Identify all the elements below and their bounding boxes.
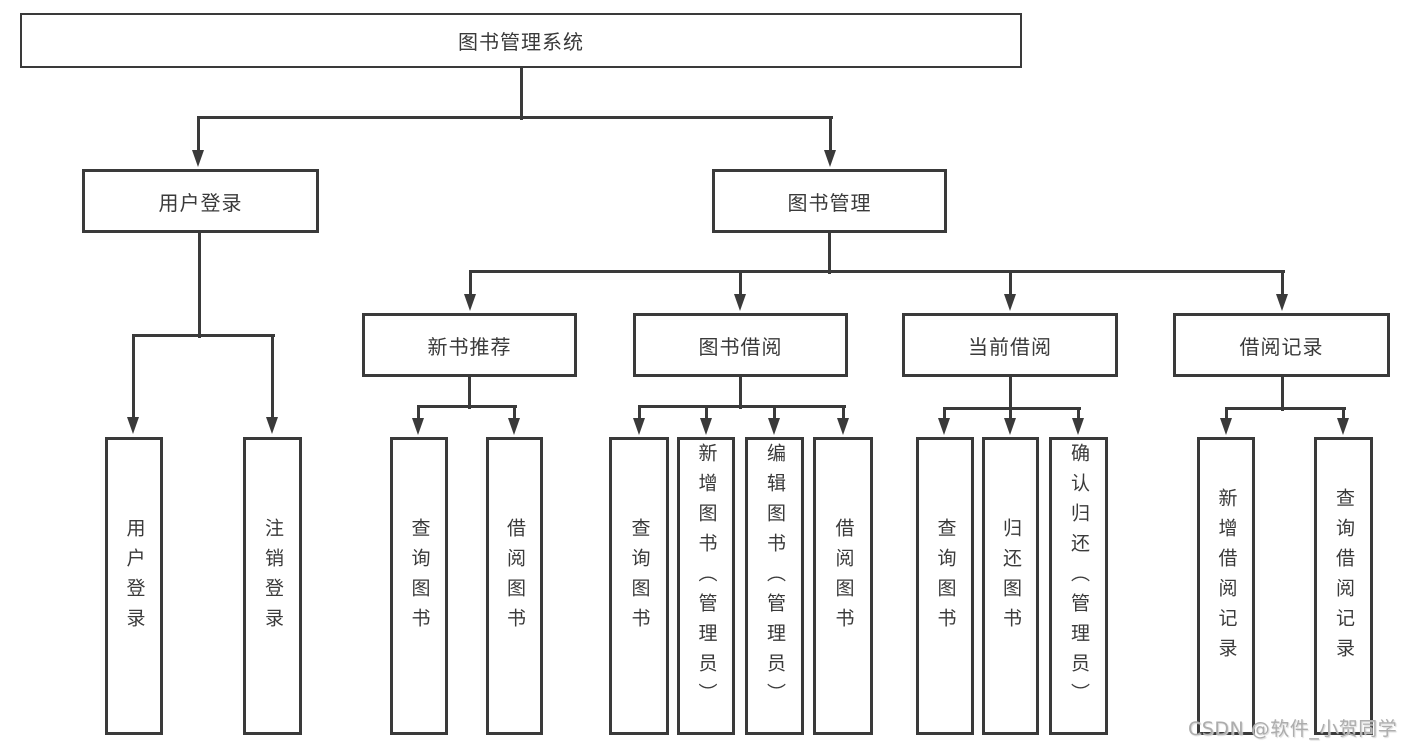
arrow-down-icon [127,417,139,434]
node-label: 新书推荐 [427,334,512,359]
node-book-borrow: 图书借阅 [633,313,848,377]
connector-bar [1224,406,1346,410]
connector-stem [1280,377,1284,411]
connector-stem [738,377,742,409]
arrow-down-icon [1004,418,1016,435]
leaf-confirm-return-admin: 确认归还（管理员） [1049,437,1108,735]
node-library-system: 图书管理系统 [20,13,1022,68]
leaf-label: 确认归还（管理员） [1068,443,1090,713]
leaf-label: 查询图书 [628,518,651,638]
connector-bar [468,269,1285,273]
connector-stem [519,68,523,120]
leaf-borrow-book-recommend: 借阅图书 [486,437,543,735]
arrow-down-icon [837,418,849,435]
arrow-down-icon [768,418,780,435]
arrow-shaft [1076,408,1080,420]
arrow-down-icon [192,150,204,167]
leaf-label: 查询借阅记录 [1333,488,1355,668]
connector-stem [197,233,201,338]
connector-stem [1008,377,1012,411]
node-label: 图书借阅 [698,334,783,359]
arrow-shaft [131,335,135,419]
leaf-query-borrow-record: 查询借阅记录 [1314,437,1373,735]
leaf-logout: 注销登录 [243,437,302,735]
connector-bar [416,404,517,408]
arrow-shaft [637,406,641,420]
arrow-shaft [416,406,420,420]
leaf-edit-book-admin: 编辑图书（管理员） [745,437,804,735]
arrow-shaft [468,271,472,296]
leaf-label: 用户登录 [123,518,146,638]
arrow-shaft [1008,271,1012,296]
arrow-shaft [841,406,845,420]
arrow-shaft [270,335,274,419]
arrow-down-icon [824,150,836,167]
arrow-shaft [772,406,776,420]
leaf-label: 归还图书 [1000,518,1022,638]
arrow-down-icon [464,294,476,311]
leaf-query-book-current: 查询图书 [916,437,974,735]
connector-bar [942,406,1081,410]
connector-stem [827,233,831,274]
arrow-down-icon [1072,418,1084,435]
leaf-label: 借阅图书 [504,518,526,638]
node-label: 借阅记录 [1239,334,1324,359]
arrow-shaft [704,406,708,420]
arrow-shaft [1341,408,1345,420]
leaf-label: 注销登录 [262,518,284,638]
arrow-down-icon [508,418,520,435]
leaf-borrow-book: 借阅图书 [813,437,873,735]
leaf-label: 查询图书 [934,518,957,638]
leaf-query-book-recommend: 查询图书 [390,437,448,735]
node-borrow-record: 借阅记录 [1173,313,1390,377]
arrow-shaft [828,117,832,152]
arrow-shaft [942,408,946,420]
arrow-down-icon [700,418,712,435]
node-label: 用户登录 [158,190,243,215]
leaf-label: 新增图书（管理员） [695,443,718,713]
arrow-down-icon [734,294,746,311]
connector-bar [131,333,275,337]
arrow-down-icon [1220,418,1232,435]
arrow-down-icon [266,417,278,434]
arrow-down-icon [1004,294,1016,311]
leaf-query-book-borrow: 查询图书 [609,437,669,735]
connector-bar [637,404,846,408]
arrow-down-icon [412,418,424,435]
node-label: 当前借阅 [968,334,1052,359]
arrow-shaft [196,117,200,152]
arrow-down-icon [1276,294,1288,311]
node-current-borrow: 当前借阅 [902,313,1118,377]
connector-stem [467,377,471,409]
node-book-management: 图书管理 [712,169,947,233]
arrow-down-icon [633,418,645,435]
node-new-book-recommend: 新书推荐 [362,313,577,377]
arrow-shaft [1008,408,1012,420]
leaf-user-login: 用户登录 [105,437,163,735]
leaf-add-book-admin: 新增图书（管理员） [677,437,735,735]
leaf-label: 编辑图书（管理员） [764,443,786,713]
arrow-shaft [512,406,516,420]
leaf-label: 新增借阅记录 [1215,488,1238,668]
node-user-login: 用户登录 [82,169,319,233]
arrow-shaft [1280,271,1284,296]
leaf-return-book: 归还图书 [982,437,1039,735]
node-label: 图书管理系统 [458,30,584,54]
connector-bar [196,115,833,119]
arrow-shaft [1224,408,1228,420]
arrow-down-icon [1337,418,1349,435]
leaf-label: 借阅图书 [832,518,855,638]
arrow-shaft [738,271,742,296]
leaf-add-borrow-record: 新增借阅记录 [1197,437,1255,735]
watermark-csdn: CSDN @软件_小贺同学 [1188,718,1398,740]
leaf-label: 查询图书 [408,518,431,638]
node-label: 图书管理 [787,190,872,215]
arrow-down-icon [938,418,950,435]
